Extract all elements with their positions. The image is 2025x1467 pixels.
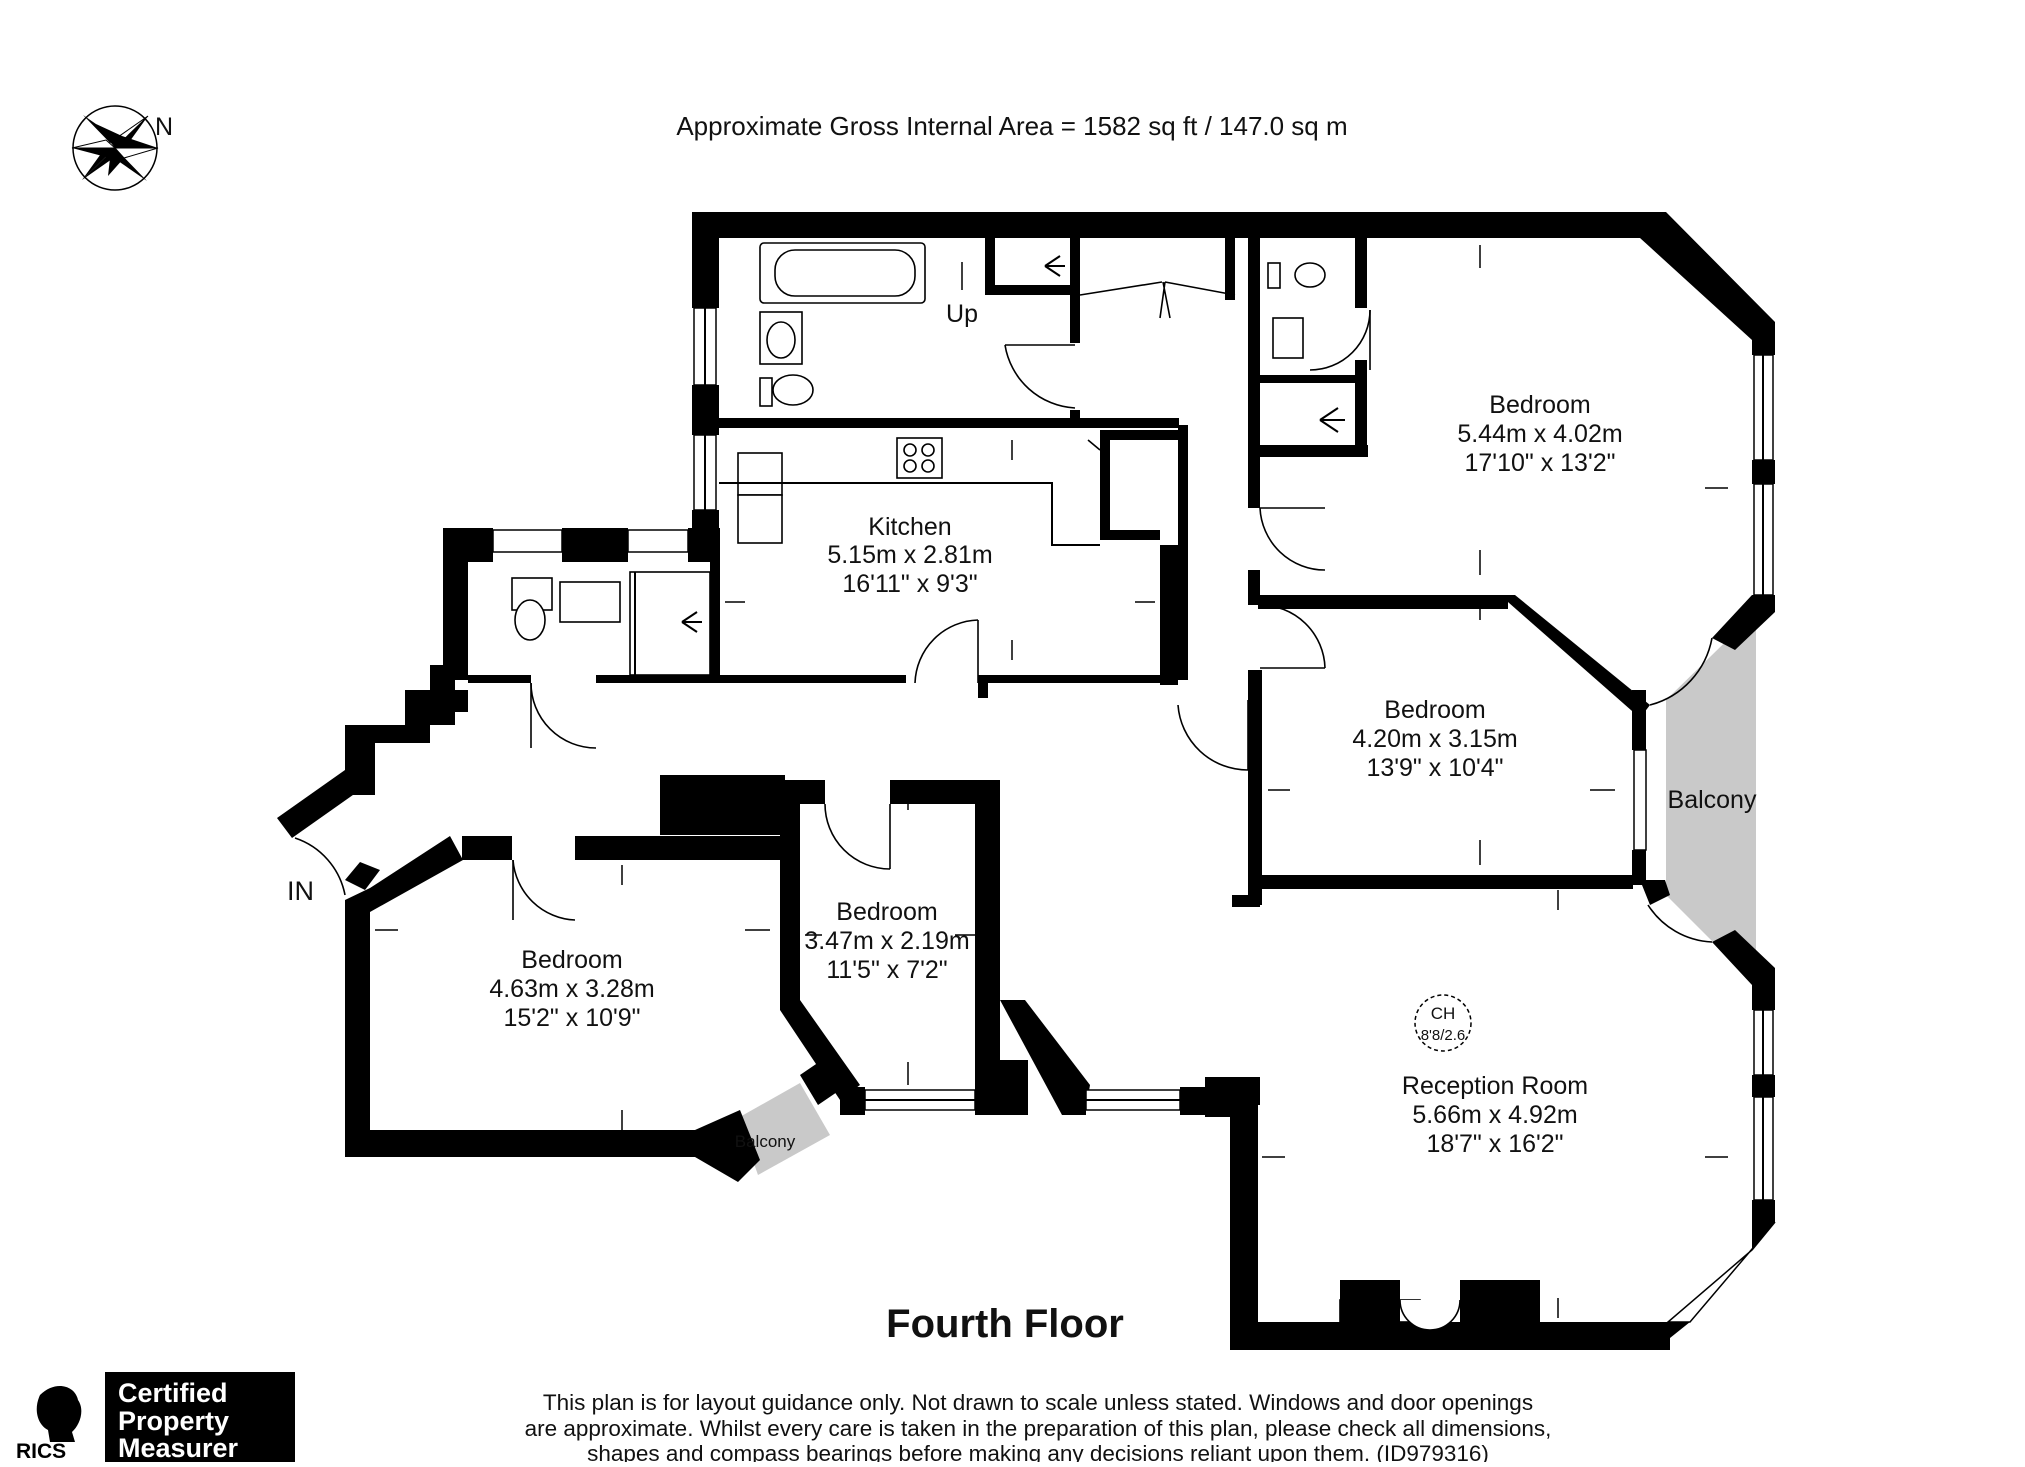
bedroom-ne-name: Bedroom: [1489, 391, 1590, 419]
bedroom-sw-name: Bedroom: [521, 946, 622, 974]
balcony-main-floor: [1666, 612, 1756, 985]
floor-label: Fourth Floor: [886, 1302, 1124, 1346]
doors: [294, 281, 1713, 943]
kitchen-imperial: 16'11" x 9'3": [842, 570, 977, 598]
windows: [492, 307, 1776, 1323]
bedroom-s-name: Bedroom: [836, 898, 937, 926]
stairs-up-label: Up: [946, 300, 978, 328]
reception-metric: 5.66m x 4.92m: [1412, 1101, 1577, 1129]
reception-name: Reception Room: [1402, 1072, 1588, 1100]
balcony-main-label: Balcony: [1668, 786, 1757, 814]
bedroom-s-imperial: 11'5" x 7'2": [826, 956, 947, 984]
badge-line-1: Certified: [118, 1378, 228, 1408]
reception-imperial: 18'7" x 16'2": [1426, 1130, 1563, 1158]
bedroom-sw-imperial: 15'2" x 10'9": [503, 1004, 640, 1032]
bedroom-ne-imperial: 17'10" x 13'2": [1464, 449, 1615, 477]
compass-icon: [71, 105, 159, 191]
room-bedroom-ne: Bedroom 5.44m x 4.02m 17'10" x 13'2": [1457, 391, 1622, 477]
ceiling-height-value: 8'8/2.6: [1421, 1027, 1466, 1044]
room-bedroom-e: Bedroom 4.20m x 3.15m 13'9" x 10'4": [1352, 696, 1517, 782]
badge-line-3: Measurer: [118, 1433, 239, 1462]
room-reception: Reception Room 5.66m x 4.92m 18'7" x 16'…: [1402, 1072, 1588, 1158]
entrance-label: IN: [287, 876, 314, 906]
bedroom-e-metric: 4.20m x 3.15m: [1352, 725, 1517, 753]
bedroom-e-name: Bedroom: [1384, 696, 1485, 724]
gross-area-label: Approximate Gross Internal Area = 1582 s…: [676, 111, 1347, 141]
room-bedroom-s: Bedroom 3.47m x 2.19m 11'5" x 7'2": [804, 898, 969, 984]
dimension-arrows: [375, 245, 1728, 1318]
disclaimer-line-1: This plan is for layout guidance only. N…: [543, 1390, 1533, 1415]
balcony-small-floor: [738, 1083, 830, 1175]
rics-logo: RICS: [16, 1385, 82, 1463]
outer-walls: [277, 212, 1775, 1350]
certified-measurer-badge: Certified Property Measurer: [105, 1372, 295, 1463]
compass-label: N: [155, 113, 173, 141]
rics-lion-icon: [36, 1385, 82, 1442]
room-bedroom-sw: Bedroom 4.63m x 3.28m 15'2" x 10'9": [489, 946, 654, 1032]
rics-org-label: RICS: [16, 1440, 66, 1462]
kitchen-metric: 5.15m x 2.81m: [827, 541, 992, 569]
kitchen-name: Kitchen: [868, 513, 951, 541]
ceiling-height-marker: CH 8'8/2.6: [1414, 994, 1472, 1052]
balcony-small-label: Balcony: [735, 1132, 796, 1151]
ceiling-height-label: CH: [1431, 1004, 1456, 1023]
badge-line-2: Property: [118, 1406, 229, 1436]
disclaimer-line-3: shapes and compass bearings before makin…: [587, 1441, 1489, 1462]
bedroom-s-metric: 3.47m x 2.19m: [804, 927, 969, 955]
bedroom-sw-metric: 4.63m x 3.28m: [489, 975, 654, 1003]
fixtures: [511, 242, 1540, 1331]
room-kitchen: Kitchen 5.15m x 2.81m 16'11" x 9'3": [827, 513, 992, 598]
bedroom-e-imperial: 13'9" x 10'4": [1366, 754, 1503, 782]
bedroom-ne-metric: 5.44m x 4.02m: [1457, 420, 1622, 448]
interior-walls: [719, 238, 1670, 907]
disclaimer-line-2: are approximate. Whilst every care is ta…: [525, 1416, 1552, 1441]
